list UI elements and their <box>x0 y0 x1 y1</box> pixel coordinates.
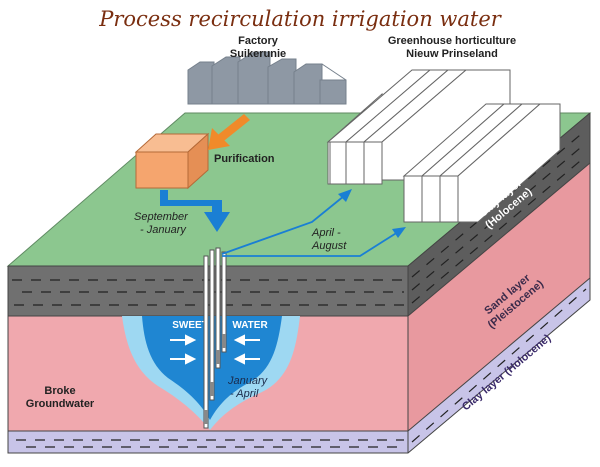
side-texture <box>411 129 587 443</box>
factory-label-line2: Suikerunie <box>230 48 286 60</box>
well-screens <box>204 334 226 424</box>
blue-arrow-heads <box>338 189 406 238</box>
broke-label-line1: Broke <box>44 385 75 397</box>
april-label-line1: April - <box>311 227 341 239</box>
factory-label-line1: Factory <box>238 35 279 47</box>
sweet-label: SWEET <box>172 320 208 331</box>
factory-icon <box>187 51 347 105</box>
broke-label-line2: Groundwater <box>26 398 95 410</box>
inflow-arrow-icons <box>170 334 260 365</box>
greenhouse-front-icon <box>402 103 561 223</box>
greenhouse-label-line2: Nieuw Prinseland <box>406 48 498 60</box>
september-label-line2: - January <box>140 224 187 236</box>
greenhouse-back-icon <box>326 69 511 185</box>
blue-flow-arrow-icons <box>221 195 399 257</box>
well-pipes <box>203 247 227 429</box>
sand-layer-side <box>408 163 590 431</box>
orange-arrow-icon <box>208 114 250 150</box>
purification-label: Purification <box>214 153 275 165</box>
april-label-line2: August <box>311 240 347 252</box>
water-label: WATER <box>232 320 268 331</box>
greenhouse-label-line1: Greenhouse horticulture <box>388 35 516 47</box>
january-label-line1: January <box>227 375 269 387</box>
blue-down-arrow-icon <box>160 190 230 232</box>
september-label-line1: September <box>134 211 189 223</box>
diagram-title: Process recirculation irrigation water <box>98 7 503 31</box>
january-label-line2: - April <box>230 388 259 400</box>
clay-layer-bottom-front <box>8 431 408 453</box>
purification-box-icon <box>134 132 210 190</box>
